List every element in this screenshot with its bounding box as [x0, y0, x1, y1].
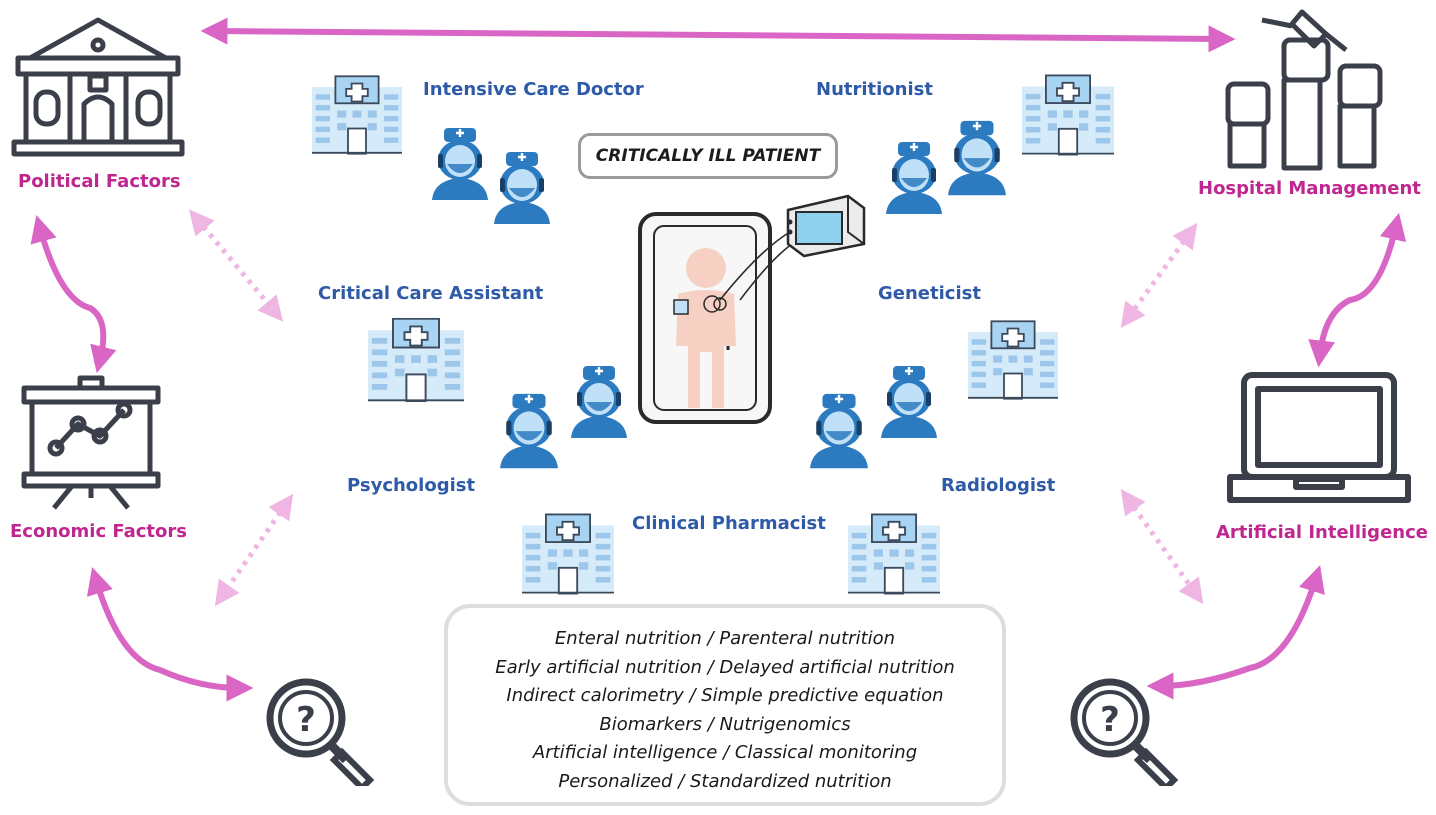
political-economic-arrow	[30, 214, 117, 374]
political-factors-label: Political Factors	[18, 171, 181, 192]
psychologist-label: Psychologist	[347, 475, 476, 496]
nutrition-options-box: Enteral nutrition / Parenteral nutrition…	[444, 604, 1006, 806]
medical-staff-icon	[808, 392, 870, 470]
hospital-building-icon	[1022, 74, 1114, 156]
top-double-arrow	[200, 17, 1236, 53]
critically-ill-patient-box: CRITICALLY ILL PATIENT	[578, 133, 838, 179]
clinical-pharmacist-label: Clinical Pharmacist	[632, 513, 826, 534]
medical-staff-icon	[492, 150, 552, 226]
arrows	[30, 17, 1407, 702]
artificial-intelligence-label: Artificial Intelligence	[1216, 522, 1428, 543]
raised-fists-icon	[1225, 9, 1383, 171]
geneticist-label: Geneticist	[878, 283, 981, 304]
critical-care-assistant-label: Critical Care Assistant	[318, 283, 544, 304]
patient-label: CRITICALLY ILL PATIENT	[595, 146, 821, 166]
hospital-building-icon	[312, 75, 402, 155]
option-line: Enteral nutrition / Parenteral nutrition	[554, 628, 896, 649]
magnifier-question-icon	[1074, 682, 1174, 788]
intensive-care-doctor-label: Intensive Care Doctor	[423, 79, 644, 100]
hospital-building-icon	[848, 513, 940, 595]
hospital-building-icon	[522, 513, 614, 595]
economic-question-arrow	[86, 567, 254, 702]
medical-staff-icon	[946, 119, 1008, 197]
hospital-ai-arrow	[1308, 212, 1407, 368]
government-building-icon	[11, 17, 185, 157]
medical-staff-icon	[569, 364, 629, 438]
dotted-arrow-upper-right	[1120, 222, 1198, 329]
economic-factors-label: Economic Factors	[10, 521, 187, 542]
dotted-arrow-lower-left	[214, 493, 294, 607]
dotted-arrow-lower-right	[1120, 488, 1204, 605]
dotted-arrow-upper-left	[188, 209, 284, 322]
option-line: Indirect calorimetry / Simple predictive…	[506, 685, 944, 707]
medical-staff-icon	[430, 126, 490, 200]
patient-bed-icon	[638, 212, 793, 424]
option-line: Personalized / Standardized nutrition	[558, 770, 892, 792]
nutritionist-label: Nutritionist	[816, 79, 933, 100]
magnifier-question-icon	[270, 682, 370, 788]
hospital-management-label: Hospital Management	[1198, 178, 1421, 199]
medical-staff-icon	[879, 364, 939, 438]
option-line: Biomarkers / Nutrigenomics	[599, 713, 851, 735]
medical-staff-icon	[498, 392, 560, 470]
hospital-building-icon	[968, 320, 1058, 400]
medical-staff-icon	[884, 140, 944, 216]
option-line: Early artificial nutrition / Delayed art…	[495, 656, 955, 678]
option-line: Artificial intelligence / Classical moni…	[532, 742, 918, 764]
monitor-icon	[786, 194, 866, 258]
laptop-icon	[1227, 372, 1411, 503]
hospital-building-icon	[368, 318, 464, 402]
radiologist-label: Radiologist	[941, 475, 1056, 496]
presentation-chart-icon	[21, 375, 161, 510]
ai-question-arrow	[1146, 565, 1325, 700]
